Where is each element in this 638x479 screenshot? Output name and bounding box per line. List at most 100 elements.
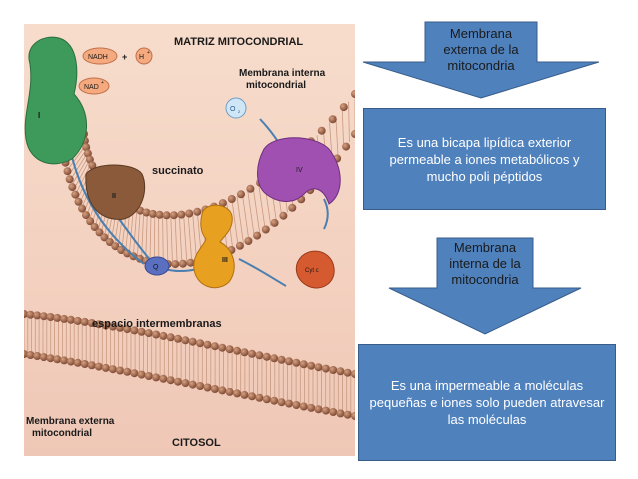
phospholipid-head	[159, 374, 168, 383]
phospholipid-head	[152, 330, 161, 339]
lipid-tail	[170, 215, 173, 265]
phospholipid-head	[255, 351, 264, 360]
phospholipid-head	[248, 349, 256, 358]
phospholipid-head	[95, 228, 104, 237]
phospholipid-head	[292, 358, 301, 367]
phospholipid-head	[105, 238, 114, 246]
phospholipid-head	[188, 337, 197, 346]
complex-i-label: I	[38, 111, 40, 120]
phospholipid-head	[166, 333, 175, 342]
phospholipid-head	[262, 395, 271, 404]
phospholipid-head	[111, 242, 120, 251]
phospholipid-head	[66, 315, 75, 324]
outer-membrane-label-line2: mitocondrial	[32, 428, 92, 439]
phospholipid-head	[100, 233, 109, 242]
outer-membrane-label-line1: Membrana externa	[26, 416, 115, 427]
phospholipid-head	[174, 377, 182, 386]
phospholipid-head	[68, 183, 77, 192]
phospholipid-head	[248, 392, 256, 401]
nad-bubble	[78, 77, 110, 95]
phospholipid-head	[116, 323, 124, 332]
phospholipid-head	[317, 126, 326, 135]
phospholipid-head	[87, 361, 96, 370]
nad-text: NAD	[84, 84, 99, 91]
phospholipid-head	[166, 376, 175, 385]
outer-membrane-description-text: Es una bicapa lipídica exterior permeabl…	[389, 134, 580, 184]
phospholipid-head	[116, 366, 124, 375]
lipid-tail	[75, 162, 92, 195]
phospholipid-head	[262, 352, 271, 361]
phospholipid-head	[162, 211, 171, 220]
q-label: Q	[153, 264, 159, 271]
inner-membrane-description-box: Es una impermeable a moléculas pequeñas …	[358, 344, 616, 461]
lipid-tail	[241, 193, 250, 241]
lipid-tail	[73, 159, 91, 191]
phospholipid-head	[336, 367, 345, 376]
phospholipid-head	[233, 389, 242, 398]
phospholipid-head	[80, 360, 89, 368]
complex-ii-label: II	[112, 193, 116, 200]
nadh-bubble	[82, 47, 118, 65]
cyt-c-label: Cyt c	[305, 268, 319, 274]
phospholipid-head	[188, 380, 197, 389]
phospholipid-head	[87, 319, 96, 327]
phospholipid-head	[101, 363, 110, 372]
phospholipid-head	[159, 331, 168, 340]
phospholipid-head	[237, 190, 245, 199]
phospholipid-head	[339, 103, 348, 112]
lipid-tail	[236, 196, 244, 244]
phospholipid-head	[292, 401, 301, 409]
complex-iv-label: IV	[296, 167, 303, 174]
inner-membrane-label-line2: mitocondrial	[246, 80, 306, 91]
phospholipid-head	[218, 386, 227, 395]
h-plus-superscript: +	[147, 50, 150, 56]
o2-subscript: 2	[238, 109, 241, 114]
phospholipid-head	[288, 203, 297, 212]
phospholipid-head	[277, 398, 286, 407]
phospholipid-head	[174, 334, 182, 343]
complex-iii-label: III	[222, 257, 228, 264]
phospholipid-head	[240, 348, 249, 357]
mitochondria-illustration: I NADH + H + NAD + II Q III IV O 2 Cyt c…	[24, 24, 355, 456]
lipid-tail	[341, 108, 345, 150]
phospholipid-head	[270, 218, 279, 227]
phospholipid-head	[73, 316, 82, 325]
lipid-tail	[66, 145, 87, 171]
phospholipid-head	[94, 362, 103, 371]
h-plus-bubble	[135, 47, 153, 65]
lipid-tail	[141, 211, 145, 260]
lipid-tail	[187, 213, 193, 263]
phospholipid-head	[60, 314, 69, 323]
phospholipid-head	[169, 211, 178, 220]
phospholipid-head	[26, 351, 35, 359]
phospholipid-head	[328, 115, 337, 124]
phospholipid-head	[26, 310, 35, 319]
complex-i-shape	[24, 36, 87, 165]
complex-iii-shape	[193, 204, 235, 289]
phospholipid-head	[343, 410, 352, 419]
phospholipid-head	[186, 258, 195, 267]
phospholipid-head	[210, 342, 219, 351]
phospholipid-head	[46, 354, 55, 363]
phospholipid-head	[130, 326, 139, 335]
lipid-tail	[252, 187, 261, 234]
inner-membrane-description-text: Es una impermeable a moléculas pequeñas …	[369, 378, 605, 427]
phospholipid-head	[73, 358, 82, 367]
phospholipid-head	[299, 360, 308, 369]
phospholipid-head	[193, 207, 202, 216]
nadh-text: NADH	[88, 54, 108, 61]
phospholipid-head	[279, 211, 288, 220]
lipid-tail	[348, 101, 350, 143]
phospholipid-head	[244, 237, 253, 245]
inner-membrane-label-line1: Membrana interna	[239, 68, 326, 79]
phospholipid-head	[277, 355, 286, 364]
phospholipid-head	[171, 260, 180, 269]
phospholipid-head	[210, 385, 219, 393]
phospholipid-head	[196, 382, 205, 390]
phospholipid-head	[218, 343, 227, 352]
lipid-tail	[174, 215, 178, 265]
phospholipid-head	[33, 352, 42, 360]
lipid-tail	[128, 207, 134, 255]
phospholipid-head	[329, 366, 338, 374]
phospholipid-head	[137, 370, 146, 379]
